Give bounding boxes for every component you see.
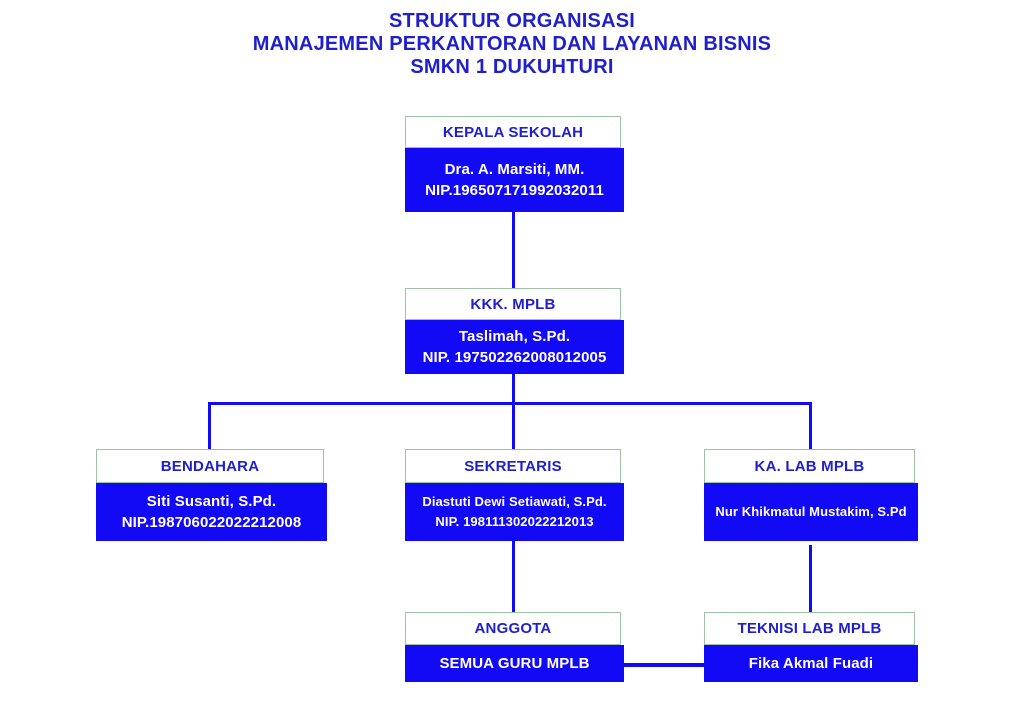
node-ka-lab-mplb-header: KA. LAB MPLB <box>704 449 915 483</box>
node-sekretaris-header: SEKRETARIS <box>405 449 621 483</box>
connector-bus-to-sekretaris <box>512 402 515 450</box>
connector-sekretaris-to-anggota <box>512 540 515 612</box>
node-bendahara-body: Siti Susanti, S.Pd. NIP.1987060220222120… <box>96 483 327 541</box>
node-sekretaris-name: Diastuti Dewi Setiawati, S.Pd. <box>422 494 607 509</box>
node-kepala-sekolah-name: Dra. A. Marsiti, MM. <box>444 161 585 178</box>
node-sekretaris-body: Diastuti Dewi Setiawati, S.Pd. NIP. 1981… <box>405 483 624 541</box>
node-teknisi-lab-mplb-header: TEKNISI LAB MPLB <box>704 612 915 645</box>
node-bendahara[interactable]: BENDAHARA Siti Susanti, S.Pd. NIP.198706… <box>96 449 327 541</box>
node-anggota-name: SEMUA GURU MPLB <box>439 655 590 672</box>
node-sekretaris-nip: NIP. 198111302022212013 <box>435 514 594 529</box>
node-ka-lab-mplb-body: Nur Khikmatul Mustakim, S.Pd <box>704 483 918 541</box>
connector-bus-to-kalab <box>809 402 812 450</box>
node-kepala-sekolah-nip: NIP.196507171992032011 <box>425 182 604 199</box>
node-sekretaris[interactable]: SEKRETARIS Diastuti Dewi Setiawati, S.Pd… <box>405 449 624 541</box>
node-bendahara-header: BENDAHARA <box>96 449 324 483</box>
connector-horizontal-bus <box>208 402 812 405</box>
connector-kepala-to-kkk <box>512 212 515 290</box>
node-anggota[interactable]: ANGGOTA SEMUA GURU MPLB <box>405 612 624 682</box>
node-kkk-mplb-name: Taslimah, S.Pd. <box>458 328 571 345</box>
node-teknisi-lab-mplb-body: Fika Akmal Fuadi <box>704 645 918 682</box>
title-line-2: MANAJEMEN PERKANTORAN DAN LAYANAN BISNIS <box>252 33 772 55</box>
node-kkk-mplb[interactable]: KKK. MPLB Taslimah, S.Pd. NIP. 197502262… <box>405 288 624 374</box>
node-ka-lab-mplb[interactable]: KA. LAB MPLB Nur Khikmatul Mustakim, S.P… <box>704 449 918 541</box>
node-ka-lab-mplb-name: Nur Khikmatul Mustakim, S.Pd <box>715 504 907 519</box>
node-teknisi-lab-mplb[interactable]: TEKNISI LAB MPLB Fika Akmal Fuadi <box>704 612 918 682</box>
node-kkk-mplb-nip: NIP. 197502262008012005 <box>422 349 607 366</box>
node-bendahara-name: Siti Susanti, S.Pd. <box>146 493 277 510</box>
node-anggota-body: SEMUA GURU MPLB <box>405 645 624 682</box>
title-line-1: STRUKTUR ORGANISASI <box>388 10 636 32</box>
node-kkk-mplb-body: Taslimah, S.Pd. NIP. 197502262008012005 <box>405 320 624 374</box>
connector-anggota-to-teknisi <box>619 663 706 667</box>
node-kepala-sekolah-body: Dra. A. Marsiti, MM. NIP.196507171992032… <box>405 148 624 212</box>
node-teknisi-lab-mplb-name: Fika Akmal Fuadi <box>748 655 874 672</box>
connector-kkk-stem <box>512 374 515 404</box>
title-line-3: SMKN 1 DUKUHTURI <box>410 56 614 78</box>
node-kepala-sekolah-header: KEPALA SEKOLAH <box>405 116 621 148</box>
node-kepala-sekolah[interactable]: KEPALA SEKOLAH Dra. A. Marsiti, MM. NIP.… <box>405 116 624 212</box>
node-kkk-mplb-header: KKK. MPLB <box>405 288 621 320</box>
node-bendahara-nip: NIP.198706022022212008 <box>121 514 302 531</box>
page-title: STRUKTUR ORGANISASI MANAJEMEN PERKANTORA… <box>0 10 1024 79</box>
node-anggota-header: ANGGOTA <box>405 612 621 645</box>
connector-kalab-to-teknisi <box>809 545 812 612</box>
connector-bus-to-bendahara <box>208 402 211 450</box>
